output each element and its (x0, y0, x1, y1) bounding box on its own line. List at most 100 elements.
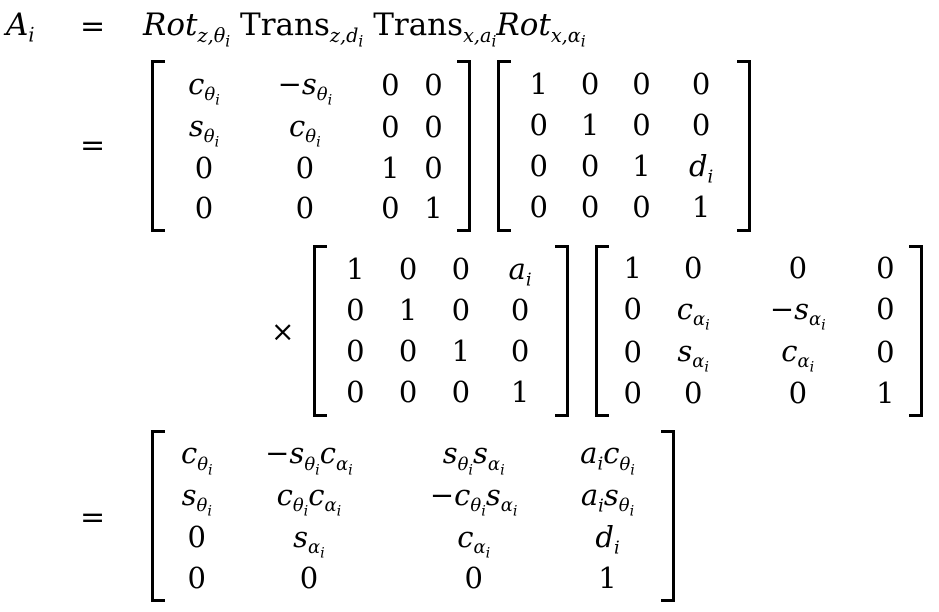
matrix-cell: 1 (876, 375, 895, 410)
matrix-cell: sθisαi (442, 436, 505, 479)
matrix-cell: 0 (510, 293, 530, 327)
matrix-cell: 0 (632, 190, 651, 224)
matrix-cell: 0 (876, 292, 895, 327)
matrix-cell: 0 (424, 67, 443, 102)
matrix-cell: cαi (457, 519, 491, 562)
matrix-cell: 0 (451, 252, 471, 286)
equals-sign-3: = (80, 500, 106, 535)
matrix-cell: 0 (464, 560, 483, 595)
matrix-cell: 0 (510, 334, 530, 368)
trans-x-name: Trans (373, 7, 464, 43)
matrix-cell: cαi (781, 333, 815, 376)
times-sign: × (271, 315, 295, 348)
matrix-cell: 0 (424, 109, 443, 144)
matrix-cell: −sθi (277, 66, 333, 109)
matrix-cell: 1 (623, 251, 642, 286)
matrix-cell: 0 (346, 293, 365, 327)
matrix-cell: 0 (683, 251, 703, 286)
matrix-cell: 1 (451, 334, 471, 368)
matrix-cell: 0 (381, 190, 400, 225)
matrix-cell: 0 (451, 375, 471, 409)
matrix-cell: 0 (346, 334, 365, 368)
matrix-cell: 1 (632, 149, 651, 183)
matrix-cell: 1 (424, 190, 443, 225)
matrix-cell: 1 (529, 67, 548, 101)
matrix-cell: cθi (180, 436, 213, 479)
lhs-symbol: Ai (6, 7, 35, 45)
trans-z-name: Trans (240, 7, 330, 43)
matrix-cell: 0 (187, 560, 206, 595)
matrix-cell: cαi (676, 291, 710, 334)
matrix-cell: 1 (510, 375, 530, 409)
matrix-cell: 1 (346, 252, 365, 286)
matrix-cell: 0 (691, 108, 711, 142)
matrix-cell: −sθicαi (265, 436, 353, 479)
matrix-cell: 1 (598, 560, 617, 595)
transform-product: Rotz,θi Transz,di Transx,aiRotx,αi (143, 7, 586, 50)
rot-x-name: Rot (496, 7, 551, 43)
matrix-cell: 0 (529, 149, 548, 183)
matrix-cell: 0 (381, 67, 400, 102)
matrix-cell: 0 (632, 108, 651, 142)
trans-x-sub: x,a (463, 23, 492, 47)
matrix-cell: 0 (295, 190, 315, 225)
matrix-cell: aisθi (580, 478, 635, 520)
trans-z-subsub: i (358, 32, 364, 51)
matrix-cell: 0 (194, 190, 214, 225)
lhs-subscript: i (28, 23, 35, 47)
matrix-cell: sθi (181, 478, 212, 520)
matrix-cell: ai (508, 252, 532, 291)
matrix-cell: sθi (188, 108, 220, 151)
matrix-cell: 0 (194, 150, 214, 185)
rot-z-subsub: i (225, 32, 231, 51)
matrix-cell: 1 (381, 150, 400, 185)
matrix-cell: 0 (632, 67, 651, 101)
matrix-cell: cθi (289, 108, 321, 151)
matrix-cell: 0 (876, 334, 895, 369)
matrix-cell: 0 (876, 251, 895, 286)
matrix-cell: 0 (346, 375, 365, 409)
matrix-cell: di (595, 520, 620, 559)
trans-x-subsub: i (491, 32, 497, 51)
matrix-cell: cθi (188, 66, 220, 109)
matrix-cell: 0 (381, 109, 400, 144)
matrix-cell: 0 (398, 334, 418, 368)
matrix-cell: −sαi (769, 291, 826, 334)
matrix-cell: 0 (623, 292, 642, 327)
matrix-cell: 1 (580, 108, 600, 142)
matrix-cell: 0 (398, 252, 418, 286)
matrix-cell: 0 (788, 251, 808, 286)
lhs-letter: A (6, 7, 29, 43)
rot-x-subsub: i (580, 32, 586, 51)
matrix-cell: 0 (529, 108, 548, 142)
matrix-cell: 0 (683, 375, 703, 410)
matrix-cell: 1 (398, 293, 418, 327)
equals-sign-2: = (80, 128, 106, 163)
matrix-cell: 0 (623, 334, 642, 369)
matrix-cell: sαi (677, 333, 710, 376)
rot-x-sub: x,α (550, 23, 581, 47)
matrix-cell: di (688, 149, 714, 188)
matrix-cell: 0 (424, 150, 443, 185)
matrix-cell: −cθisαi (429, 478, 518, 520)
matrix-cell: 0 (580, 190, 600, 224)
matrix-result: cθi −sθicαi sθisαi aicθi sθi cθicαi −cθisαi ais… (151, 430, 675, 602)
matrix-cell: sαi (293, 519, 325, 562)
trans-z-sub: z,d (329, 23, 359, 47)
matrix-cell: 0 (691, 67, 711, 101)
matrix-cell: 0 (398, 375, 418, 409)
matrix-cell: 0 (623, 375, 642, 410)
matrix-cell: 0 (580, 149, 600, 183)
matrix-cell: 0 (580, 67, 600, 101)
matrix-cell: 0 (187, 520, 206, 555)
matrix-cell: 0 (295, 150, 315, 185)
rot-z-name: Rot (143, 7, 198, 43)
matrix-cell: 0 (299, 560, 319, 595)
matrix-cell: cθicαi (276, 478, 342, 520)
matrix-cell: aicθi (580, 436, 635, 479)
equals-sign-1: = (80, 9, 106, 44)
